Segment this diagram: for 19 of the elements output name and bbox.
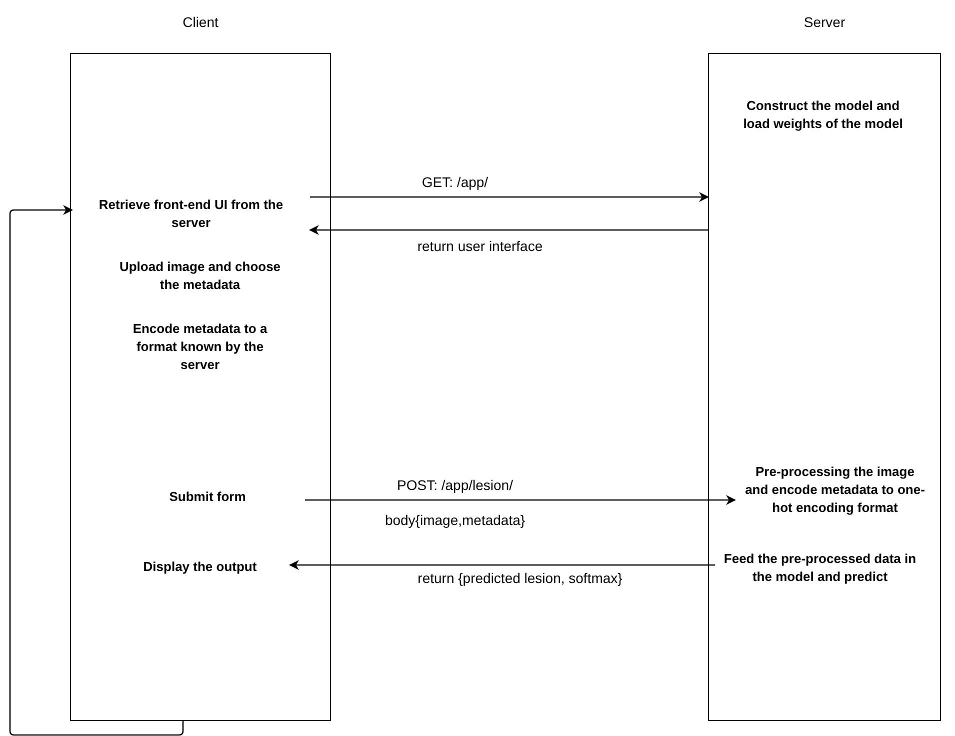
edge-label: return user interface <box>415 238 545 254</box>
edge-label: POST: /app/lesion/ <box>395 477 515 493</box>
step-text: Encode metadata to a format known by the server <box>110 320 290 374</box>
arrow <box>289 560 715 570</box>
lane-heading: Client <box>182 14 220 30</box>
step-text: Feed the pre-processed data in the model and predict <box>715 540 925 596</box>
arrow <box>310 192 709 202</box>
step-text: Submit form <box>110 488 305 512</box>
arrow <box>305 495 736 505</box>
message-body-label: body{image,metadata} <box>382 512 528 528</box>
step-text: Retrieve front-end UI from the server <box>72 194 310 234</box>
step-text: Upload image and choose the metadata <box>110 258 290 294</box>
step-text: Display the output <box>110 555 290 579</box>
step-text: Pre-processing the image and encode metadata to one-hot encoding format <box>735 462 935 518</box>
lane-heading: Server <box>802 14 846 30</box>
edge-label: return {predicted lesion, softmax} <box>416 570 624 586</box>
arrow <box>309 225 708 235</box>
step-text: Construct the model and load weights of the model <box>728 85 918 145</box>
edge-label: GET: /app/ <box>420 174 490 190</box>
